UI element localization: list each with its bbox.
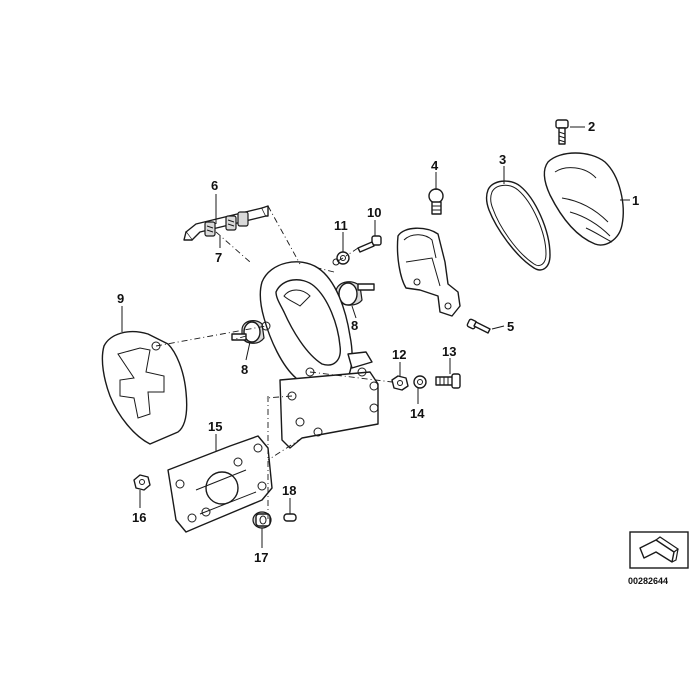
tail-light-housing — [543, 152, 624, 246]
leader-lines — [121, 126, 630, 548]
gasket-ring — [485, 180, 551, 271]
arrow-corner-icon — [629, 531, 689, 569]
callouts: 1 2 3 4 5 6 7 8 8 9 10 11 12 13 14 15 16… — [117, 119, 639, 565]
bolt-13 — [435, 373, 461, 389]
rubber-buffer-upper — [335, 281, 375, 306]
assembly-lines — [155, 205, 393, 520]
callout-8-lower: 8 — [241, 362, 248, 377]
screw-2 — [555, 119, 569, 145]
callout-11: 11 — [334, 218, 348, 233]
nut-12 — [391, 375, 409, 391]
callout-4: 4 — [431, 158, 439, 173]
callout-3: 3 — [499, 152, 506, 167]
lamp-socket-bracket — [396, 227, 461, 317]
bulb — [428, 188, 444, 215]
callout-18: 18 — [282, 483, 296, 498]
screw-5 — [466, 318, 491, 334]
callout-15: 15 — [208, 419, 222, 434]
callout-16: 16 — [132, 510, 146, 525]
base-plate — [167, 435, 273, 533]
callout-10: 10 — [367, 205, 381, 220]
grommet-17 — [252, 511, 272, 529]
callout-9: 9 — [117, 291, 124, 306]
callout-12: 12 — [392, 347, 406, 362]
nut-16 — [133, 474, 151, 491]
pin-18 — [283, 513, 297, 522]
reflector-plate — [101, 330, 188, 445]
callout-2: 2 — [588, 119, 595, 134]
callout-7: 7 — [215, 250, 222, 265]
washer-14 — [413, 375, 427, 389]
callout-1: 1 — [632, 193, 639, 208]
rubber-buffer-lower — [231, 320, 265, 344]
bracket-studs — [204, 211, 249, 237]
callout-17: 17 — [254, 550, 268, 565]
callout-13: 13 — [442, 344, 456, 359]
callout-14: 14 — [410, 406, 425, 421]
callout-5: 5 — [507, 319, 514, 334]
screw-10 — [357, 235, 382, 253]
license-plate-holder — [259, 258, 379, 449]
callout-8-upper: 8 — [351, 318, 358, 333]
diagram-id: 00282644 — [628, 576, 668, 586]
callout-6: 6 — [211, 178, 218, 193]
